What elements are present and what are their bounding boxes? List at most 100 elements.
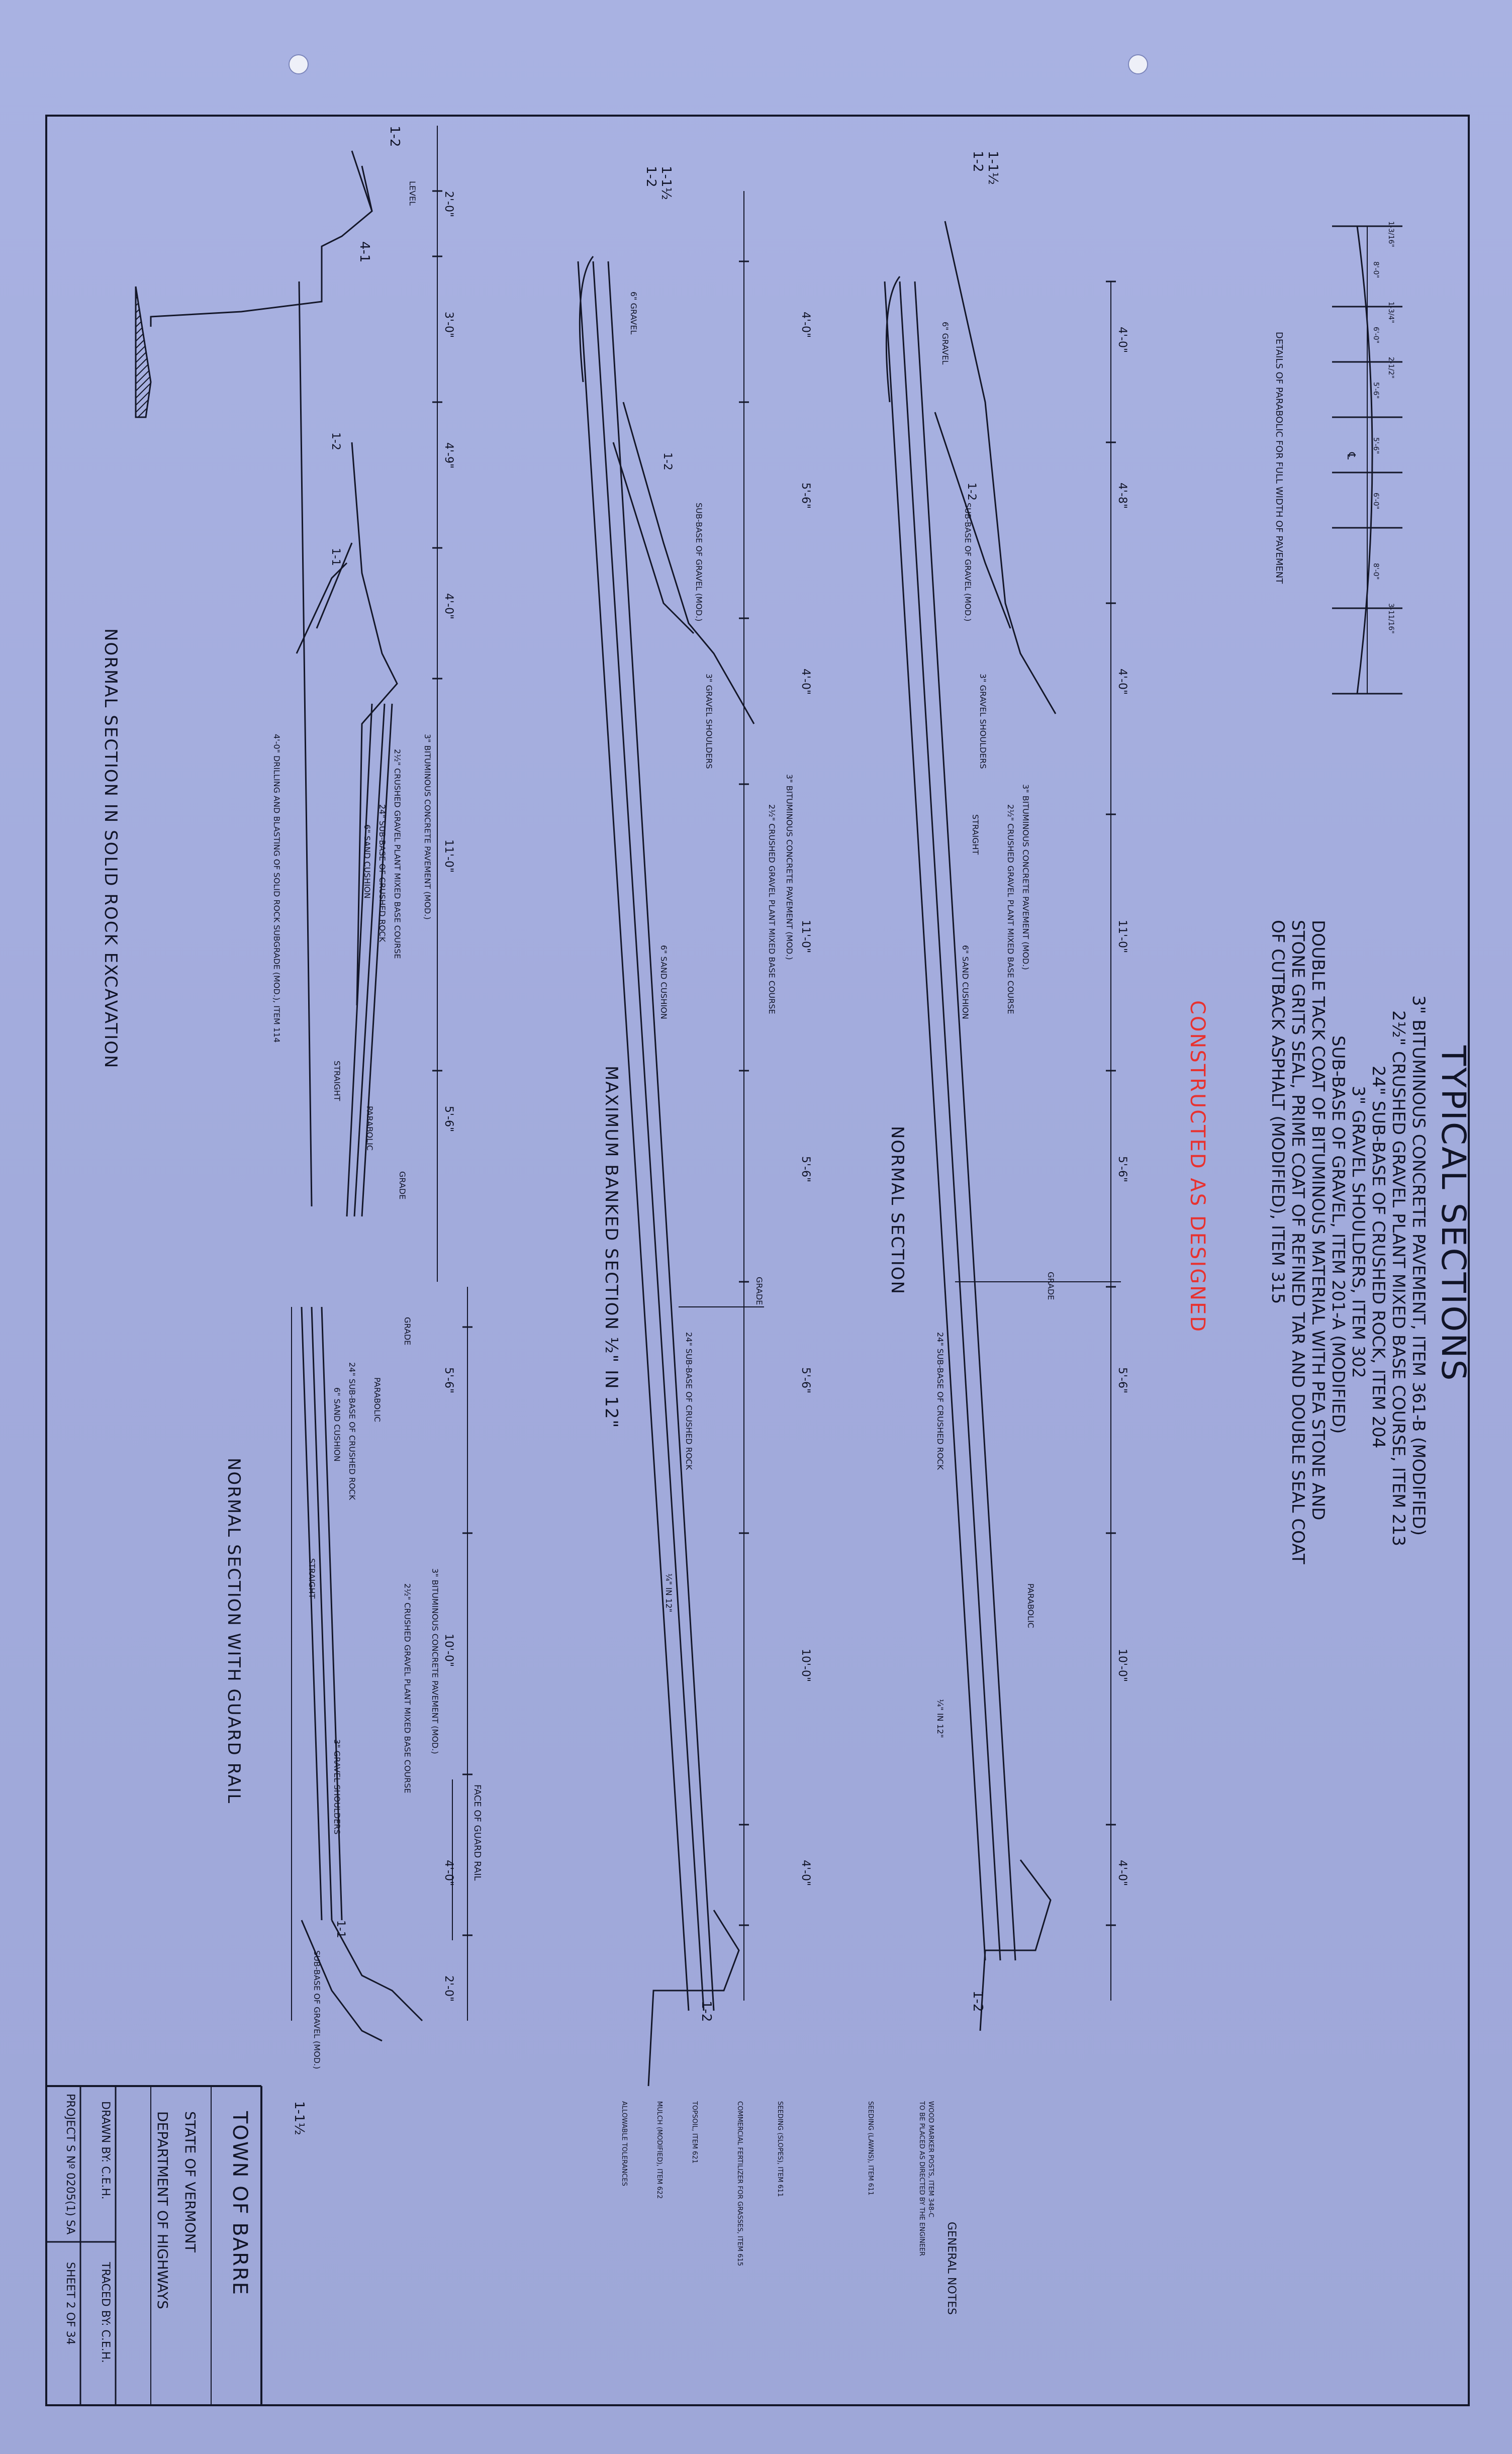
- spec-line: OF CUTBACK ASPHALT (MODIFIED), ITEM 315: [1268, 920, 1288, 1304]
- normal-section-title: NORMAL SECTION: [887, 1126, 907, 1295]
- parabolic-caption: DETAILS OF PARABOLIC FOR FULL WIDTH OF P…: [1274, 332, 1284, 584]
- layer-label: GRADE: [754, 1277, 764, 1305]
- general-note: WOOD MARKER POSTS, ITEM 348-C: [927, 2101, 934, 2218]
- dimension: 5'-6": [442, 1106, 455, 1132]
- general-note: TOPSOIL, ITEM 621: [691, 2101, 698, 2163]
- dimension: 3'-0": [442, 312, 455, 338]
- town-name: TOWN OF BARRE: [228, 2111, 251, 2296]
- general-note: MULCH (MODIFIED), ITEM 622: [655, 2101, 663, 2199]
- general-notes-heading: GENERAL NOTES: [945, 2222, 958, 2315]
- layer-label: 3" GRAVEL SHOULDERS: [704, 674, 714, 769]
- normal-pavement-top: [884, 281, 986, 1961]
- slope-label: 1-2: [699, 2001, 714, 2022]
- rock-cut-line: [361, 165, 373, 212]
- normal-left-slope: [944, 221, 1057, 714]
- sheet-number: SHEET 2 OF 34: [64, 2262, 76, 2345]
- layer-label: 24" SUB-BASE OF CRUSHED ROCK: [377, 804, 387, 942]
- layer-label: GRADE: [403, 1317, 412, 1346]
- layer-label: 6" GRAVEL: [629, 292, 638, 335]
- slope-label: 1-1: [334, 1920, 347, 1938]
- dimension: 5'-6": [1116, 1367, 1128, 1394]
- rock-cut-line: [150, 150, 373, 327]
- layer-label: 6" SAND CUSHION: [659, 945, 669, 1019]
- banked-right-slope: [647, 1910, 740, 2087]
- slope-label: 1-1: [329, 548, 342, 566]
- parabolic-ordinate: 1-3/16": [1387, 221, 1395, 247]
- parabolic-spacing: 8'-0": [1372, 261, 1380, 278]
- punch-hole: [289, 54, 309, 74]
- dimension: 2'-0": [442, 1975, 455, 2002]
- dimension: 4'-0": [1116, 1860, 1128, 1886]
- dimension: 10'-0": [799, 1649, 812, 1682]
- dimension: 11'-0": [442, 839, 455, 873]
- layer-label: 4'-0" DRILLING AND BLASTING OF SOLID ROC…: [272, 734, 281, 1043]
- spec-line: 2½" CRUSHED GRAVEL PLANT MIXED BASE COUR…: [1388, 1010, 1408, 1547]
- spec-line: DOUBLE TACK COAT OF BITUMINOUS MATERIAL …: [1308, 920, 1328, 1521]
- dimension: 5'-6": [799, 1367, 812, 1394]
- layer-label: GRADE: [398, 1171, 407, 1200]
- dimension: 4'-0": [442, 1860, 455, 1886]
- dimension: 2'-0": [442, 191, 455, 218]
- slope-label: 1-2: [970, 151, 985, 172]
- general-note: ALLOWABLE TOLERANCES: [620, 2101, 628, 2186]
- layer-label: SUB-BASE OF GRAVEL (MOD.): [963, 503, 973, 622]
- layer-label: 6" SAND CUSHION: [332, 1387, 342, 1462]
- banked-pavement-top: [577, 261, 690, 2011]
- dimension: 10'-0": [1116, 1649, 1128, 1682]
- layer-label: ¼" IN 12": [664, 1573, 674, 1613]
- layer-label: 6" SAND CUSHION: [362, 824, 372, 899]
- parabolic-ordinate: 1-3/4": [1387, 302, 1395, 323]
- slope-label: 1-2: [329, 432, 342, 450]
- layer-label: 3" BITUMINOUS CONCRETE PAVEMENT (MOD.): [430, 1568, 440, 1754]
- banked-left-slope: [622, 402, 755, 724]
- layer-label: PARABOLIC: [1026, 1583, 1035, 1629]
- parabolic-spacing: 5'-6": [1372, 382, 1380, 399]
- dimension: 11'-0": [1116, 920, 1128, 954]
- face-of-guard-rail-label: FACE OF GUARD RAIL: [472, 1784, 483, 1881]
- rock-section-title: NORMAL SECTION IN SOLID ROCK EXCAVATION: [101, 628, 121, 1069]
- layer-label: STRAIGHT: [971, 814, 980, 855]
- layer-label: 3" BITUMINOUS CONCRETE PAVEMENT (MOD.): [423, 734, 432, 920]
- parabolic-spacing: 8'-0": [1372, 563, 1380, 580]
- spec-line: 3" GRAVEL SHOULDERS, ITEM 302: [1348, 1086, 1368, 1378]
- dimension: 5'-6": [442, 1367, 455, 1394]
- layer-label: 24" SUB-BASE OF CRUSHED ROCK: [684, 1332, 694, 1470]
- sheet-border: [45, 115, 1470, 2406]
- layer-label: 2½" CRUSHED GRAVEL PLANT MIXED BASE COUR…: [1006, 804, 1015, 1014]
- guardrail-pavement: [301, 1306, 323, 1921]
- dimension: 4'-0": [799, 312, 812, 338]
- layer-label: STRAIGHT: [307, 1558, 317, 1599]
- dimension: 4'-0": [442, 593, 455, 620]
- slope-label: 1-1½: [658, 166, 674, 200]
- department-line: DEPARTMENT OF HIGHWAYS: [154, 2111, 171, 2309]
- general-note: COMMERCIAL FERTILIZER FOR GRASSES, ITEM …: [736, 2101, 743, 2267]
- dimension: 5'-6": [1116, 1156, 1128, 1183]
- layer-label: 3" GRAVEL SHOULDERS: [978, 674, 988, 769]
- project-number: PROJECT S Nº 0205(1) SA: [64, 2094, 76, 2235]
- dimension: 5'-6": [799, 483, 812, 509]
- spec-line: 24" SUB-BASE OF CRUSHED ROCK, ITEM 204: [1368, 1066, 1388, 1449]
- layer-label: SUB-BASE OF GRAVEL (MOD.): [694, 503, 704, 622]
- normal-right-slope: [979, 1859, 1052, 2031]
- layer-label: 6" GRAVEL: [940, 322, 950, 365]
- banked-section-title: MAXIMUM BANKED SECTION ½" IN 12": [601, 1066, 621, 1429]
- layer-label: 3" BITUMINOUS CONCRETE PAVEMENT (MOD.): [785, 774, 794, 960]
- dimension: 4'-0": [1116, 327, 1128, 353]
- dimension: 4'-9": [442, 442, 455, 469]
- layer-label: 3" GRAVEL SHOULDERS: [332, 1739, 342, 1835]
- slope-label: 1-1½: [985, 151, 1000, 185]
- layer-label: 2½" CRUSHED GRAVEL PLANT MIXED BASE COUR…: [403, 1583, 412, 1794]
- state-line: STATE OF VERMONT: [182, 2111, 199, 2252]
- rock-hatch: [135, 286, 152, 418]
- slope-label: 1-1½: [292, 2101, 307, 2135]
- general-note: SEEDING (LAWNS), ITEM 611: [867, 2101, 874, 2196]
- spec-line: STONE GRITS SEAL, PRIME COAT OF REFINED …: [1288, 920, 1308, 1564]
- layer-label: GRADE: [1046, 1272, 1056, 1300]
- layer-label: 6" SAND CUSHION: [961, 945, 970, 1019]
- slope-label: 1-2: [661, 452, 674, 470]
- sheet-title: TYPICAL SECTIONS: [1434, 1046, 1473, 1382]
- slope-label: 4-1: [357, 241, 372, 263]
- guardrail-shoulder: [331, 1920, 423, 2022]
